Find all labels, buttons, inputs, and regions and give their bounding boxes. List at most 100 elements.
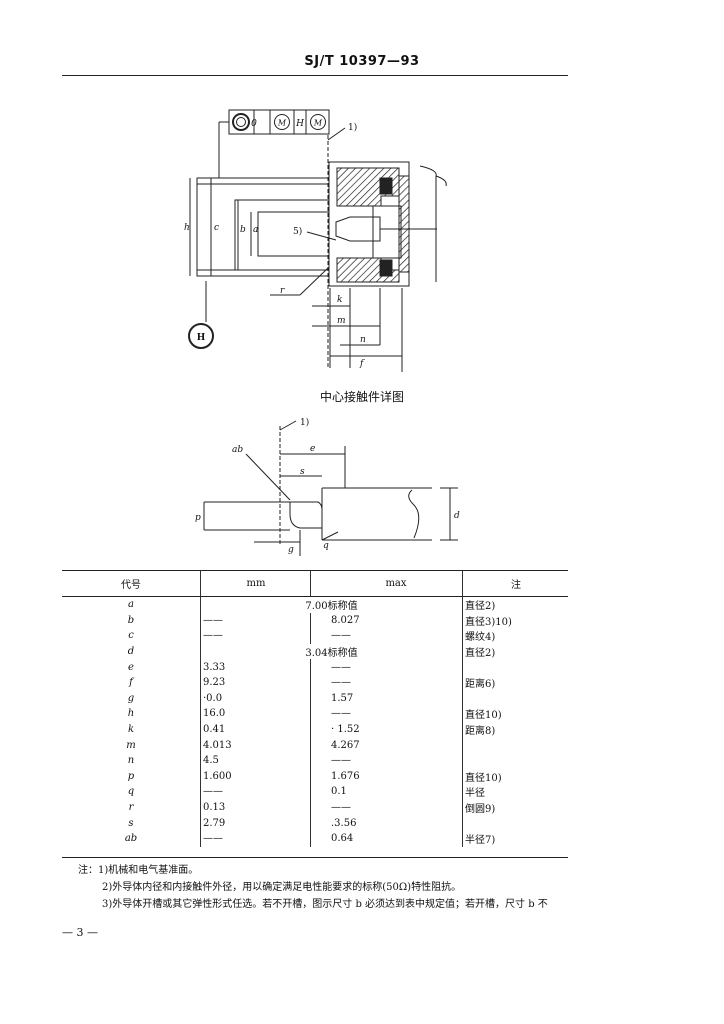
figure-caption: 中心接触件详图 [319,390,404,404]
table-row: a 7.00标称值 直径2) [62,596,568,613]
coupling-nut [328,161,447,287]
dim-k: k [337,295,342,305]
frame-sym-1: M [277,119,287,128]
header-rule [62,75,568,76]
datum-h: H [197,333,206,343]
page-number: — 3 — [62,926,98,939]
table-row: f 9.23 —— 距离6) [62,674,568,691]
row-symbol: n [127,755,135,767]
dim-g: g [288,545,294,555]
row-symbol: c [128,630,134,642]
row-max: 4.267 [310,737,463,753]
table-header-row: 代号 mm max 注 [62,570,568,597]
row-min: 4.5 [200,752,311,769]
row-min: —— [200,784,311,800]
dim-a: a [253,225,258,235]
row-symbol: f [129,677,133,689]
row-min: —— [200,612,311,629]
row-symbol: b [127,614,135,626]
row-min: ·0.0 [200,690,311,707]
row-min: 3.33 [200,659,311,675]
row-note: 半径7) [462,830,568,847]
dim-f: f [359,359,365,369]
dim-h: h [184,223,190,233]
row-max: —— [310,752,463,769]
row-note: 直径10) [462,768,568,785]
col-note: 注 [462,570,568,597]
row-note: 直径2) [462,596,568,613]
row-max: .3.56 [310,815,463,831]
row-note: 距离6) [462,674,568,691]
row-max: —— [310,799,463,816]
table-bottom-rule [62,857,568,858]
dim-q: q [323,541,329,551]
row-min: 1.600 [200,768,311,785]
row-note: 半径 [462,784,568,800]
row-symbol: m [126,739,136,751]
row-note [462,752,568,769]
footnote: 3)外导体开槽或其它弹性形式任选。若不开槽，图示尺寸 b 必须达到表中规定值；若… [102,899,548,910]
row-symbol: h [127,708,135,720]
table-row: p 1.600 1.676 直径10) [62,768,568,785]
row-min: 2.79 [200,815,311,831]
table-row: r 0.13 —— 倒圆9) [62,799,568,816]
row-note: 直径2) [462,643,568,660]
row-min: 4.013 [200,737,311,753]
row-min: 0.13 [200,799,311,816]
row-max: 1.57 [310,690,463,707]
frame-sym-3: M [313,119,323,128]
dim-m: m [337,316,346,326]
row-max: —— [310,674,463,691]
frame-sym-2: H [295,119,304,129]
dim-c: c [214,223,219,233]
dim-s: s [300,467,305,477]
table-row: e 3.33 —— [62,659,568,675]
row-note [462,815,568,831]
row-symbol: a [128,599,134,611]
dim-r: r [280,286,285,296]
dimension-table: 代号 mm max 注 a 7.00标称值 直径2) b —— 8.027 直径… [62,570,568,847]
row-symbol: p [127,770,135,782]
document-header: SJ/T 10397—93 [304,54,420,69]
dim-b: b [240,225,246,235]
dim-ab: ab [232,445,243,455]
row-max: 0.64 [310,830,463,847]
table-row: n 4.5 —— [62,752,568,769]
row-max: 1.676 [310,768,463,785]
row-symbol: q [127,786,135,798]
row-symbol: g [127,692,135,704]
row-note: 倒圆9) [462,799,568,816]
table-row: c —— —— 螺纹4) [62,628,568,644]
tolerance-frame [218,109,330,178]
row-min: 0.41 [200,721,311,738]
col-min: mm [200,570,311,597]
row-symbol: e [128,661,134,673]
table-row: g ·0.0 1.57 [62,690,568,707]
row-merged-value: 3.04标称值 [200,643,463,660]
row-symbol: s [128,817,134,829]
row-symbol: r [128,802,134,814]
connector-drawing: 0 M H M 1) h c b a 5) r k m n f H [184,109,460,556]
table-row: ab —— 0.64 半径7) [62,830,568,847]
footnote: 2)外导体内径和内接触件外径，用以确定满足电性能要求的标称(50Ω)特性阻抗。 [102,882,462,893]
row-max: 8.027 [310,612,463,629]
dim-d: d [454,511,460,521]
row-note: 螺纹4) [462,628,568,644]
row-symbol: ab [124,833,138,845]
table-row: b —— 8.027 直径3)10) [62,612,568,629]
callout-5: 5) [293,226,302,237]
footnote: 注：1)机械和电气基准面。 [78,865,199,876]
contact-detail [203,420,458,556]
table-row: q —— 0.1 半径 [62,784,568,800]
table-row: h 16.0 —— 直径10) [62,706,568,722]
fig2-note1: 1) [300,417,309,428]
row-max: 0.1 [310,784,463,800]
row-merged-value: 7.00标称值 [200,596,463,613]
row-note [462,737,568,753]
row-symbol: k [127,724,135,736]
row-min: 9.23 [200,674,311,691]
row-max: —— [310,628,463,644]
row-note: 距离8) [462,721,568,738]
row-min: —— [200,628,311,644]
dim-p: p [195,513,201,523]
